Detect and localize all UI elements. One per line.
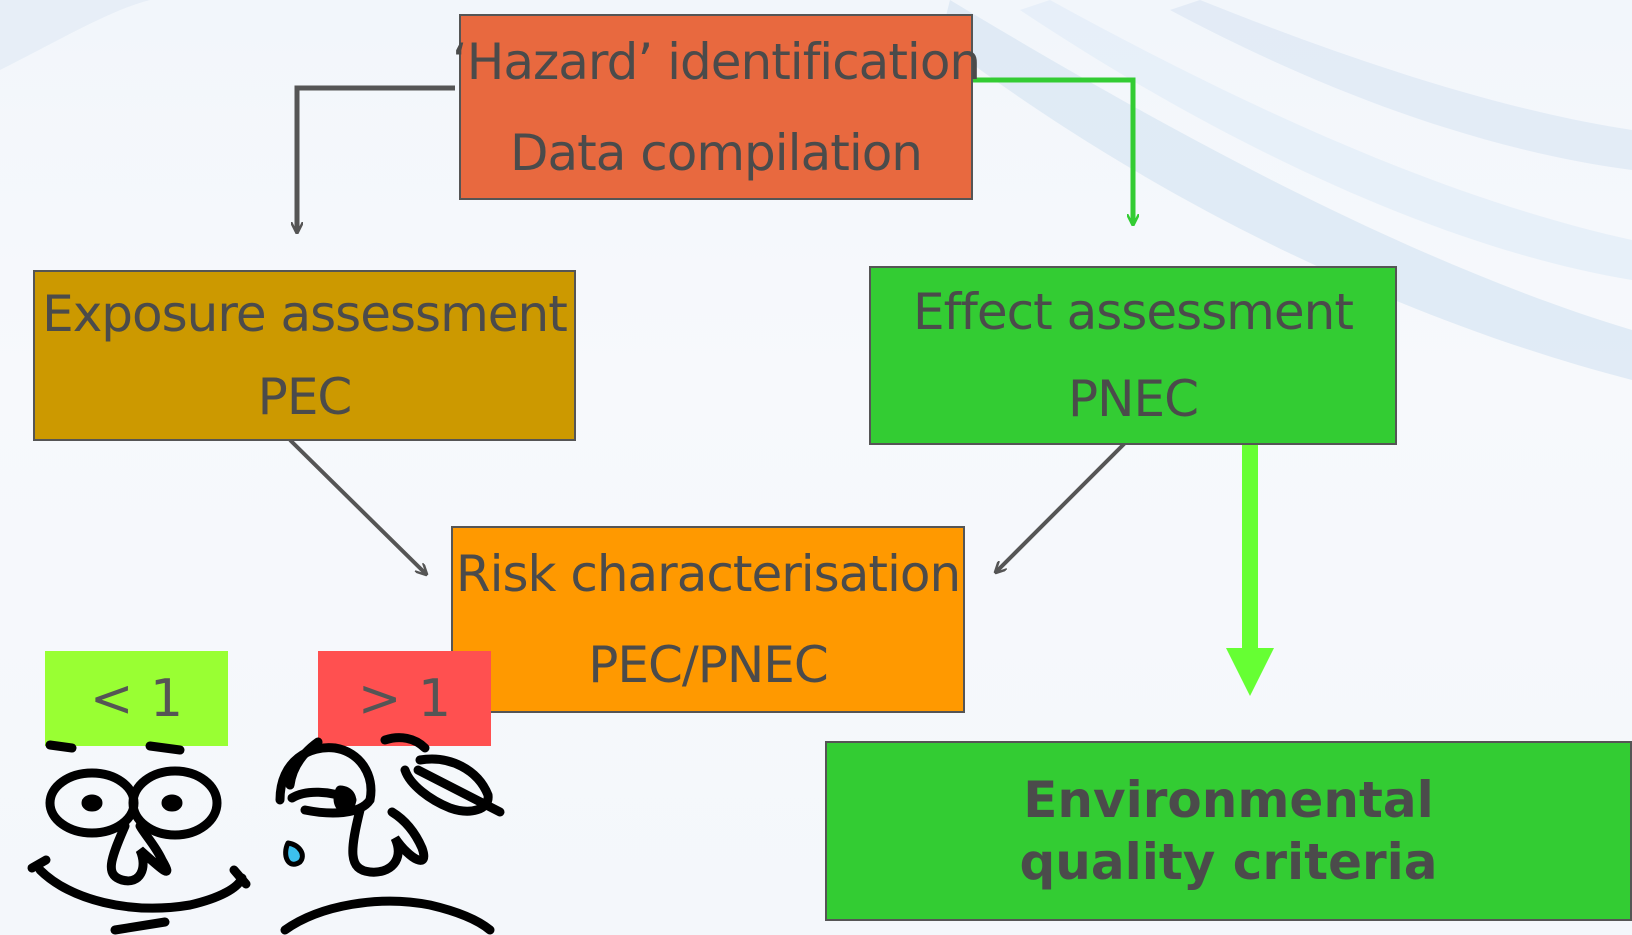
risk-title: Risk characterisation bbox=[455, 544, 961, 603]
risk-characterisation-box: Risk characterisation PEC/PNEC bbox=[451, 526, 965, 713]
hazard-identification-box: ‘Hazard’ identification Data compilation bbox=[452, 14, 981, 200]
sad-face-icon bbox=[275, 733, 505, 935]
effect-title: Effect assessment bbox=[913, 282, 1354, 341]
happy-face-icon bbox=[27, 740, 251, 935]
effect-assessment-box: Effect assessment PNEC bbox=[869, 266, 1397, 445]
eqc-text: Environmental quality criteria bbox=[1019, 770, 1438, 892]
environmental-quality-criteria-box: Environmental quality criteria bbox=[825, 741, 1632, 921]
arrow-effect-to-eqc-head bbox=[1226, 648, 1274, 696]
arrow-hazard-to-effect bbox=[973, 77, 1133, 224]
arrow-effect-to-risk bbox=[996, 438, 1130, 572]
ratio-greater-than-one-badge: > 1 bbox=[318, 651, 491, 746]
hazard-subtitle: Data compilation bbox=[509, 123, 923, 182]
arrow-hazard-to-exposure bbox=[297, 85, 455, 232]
hazard-title: ‘Hazard’ identification bbox=[451, 32, 981, 91]
effect-subtitle: PNEC bbox=[1067, 370, 1199, 429]
arrow-effect-to-eqc-shaft bbox=[1242, 444, 1258, 650]
exposure-assessment-box: Exposure assessment PEC bbox=[33, 270, 576, 441]
exposure-title: Exposure assessment bbox=[42, 284, 568, 343]
ratio-less-than-one-badge: < 1 bbox=[45, 651, 228, 746]
arrow-exposure-to-risk bbox=[288, 438, 426, 574]
risk-subtitle: PEC/PNEC bbox=[588, 636, 829, 695]
exposure-subtitle: PEC bbox=[257, 368, 353, 427]
